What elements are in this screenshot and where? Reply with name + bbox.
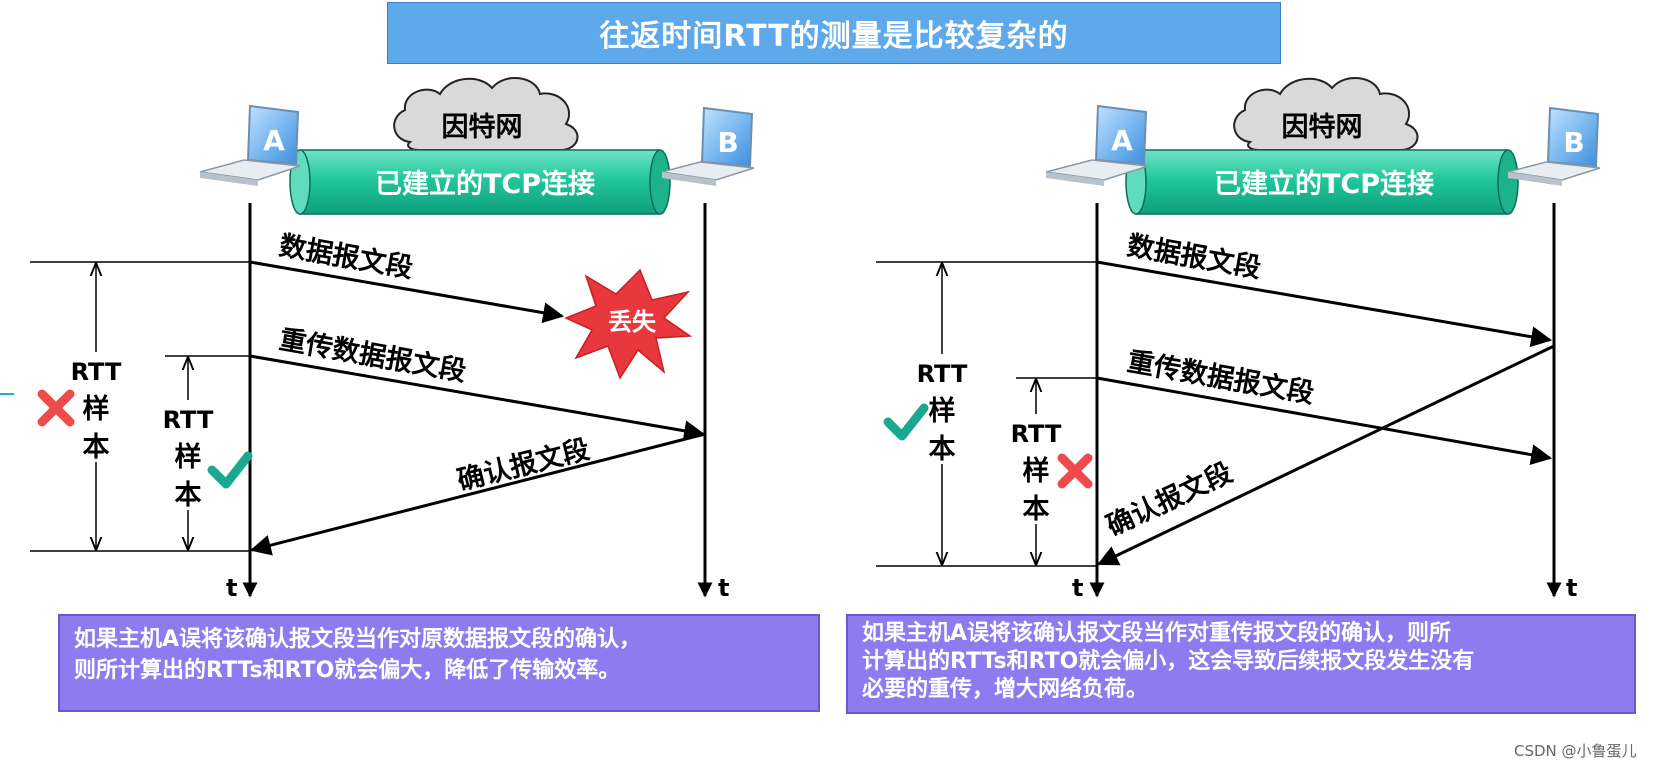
left-rtt-outer-char2: 本 [83,432,110,463]
right-explanation-note: 如果主机A误将该确认报文段当作对重传报文段的确认，则所 计算出的RTTs和RTO… [846,614,1636,714]
left-time-a: t [226,574,237,602]
left-segment-1-arrow [249,260,565,324]
left-ack-arrow [249,432,706,556]
right-time-b: t [1566,574,1577,602]
left-rtt-inner-label: RTT [163,406,214,434]
right-rtt-inner-char1: 样 [1023,455,1050,487]
left-tcp-pipe: 已建立的TCP连接 [289,149,671,215]
left-lost-label: 丢失 [608,308,657,336]
left-rtt-outer-char1: 样 [83,393,110,425]
left-cloud-label: 因特网 [442,112,523,143]
right-segment-2-arrow [1096,376,1553,466]
right-host-a-label: A [1111,124,1133,157]
left-note-line-1: 如果主机A误将该确认报文段当作对原数据报文段的确认， [74,627,642,652]
right-host-b-label: B [1563,126,1584,159]
right-check-icon [883,403,929,441]
right-rtt-outer-char2: 本 [929,434,956,465]
right-rtt-outer-char1: 样 [929,395,956,427]
left-rtt-inner-char2: 本 [175,480,202,511]
left-explanation-note: 如果主机A误将该确认报文段当作对原数据报文段的确认， 则所计算出的RTTs和RT… [58,614,820,712]
left-laptop-a-icon: A [199,104,301,186]
watermark: CSDN @小鲁蛋儿 [1514,742,1637,760]
left-rtt-inner-char1: 样 [175,441,202,473]
left-lost-burst: 丢失 [564,268,693,380]
right-segment-1-arrow [1096,260,1553,348]
right-laptop-a-icon: A [1045,104,1149,186]
right-note-line-2: 计算出的RTTs和RTO就会偏小，这会导致后续报文段发生没有 [862,649,1475,674]
right-rtt-outer-label: RTT [917,360,968,388]
right-cloud-label: 因特网 [1282,112,1363,143]
left-time-b: t [718,574,729,602]
left-rtt-outer-label: RTT [71,358,122,386]
left-cross-icon [37,389,75,427]
page-title: 往返时间RTT的测量是比较复杂的 [387,2,1281,64]
left-host-a-label: A [263,124,285,157]
right-panel: 因特网 已建立的TCP连接 A [876,76,1601,602]
right-laptop-b-icon: B [1507,106,1601,186]
left-segment-2-arrow [249,354,706,442]
right-rtt-inner-char2: 本 [1023,494,1050,525]
left-segment-1-label: 数据报文段 [277,229,416,284]
left-host-b-label: B [717,126,738,159]
right-segment-1-label: 数据报文段 [1125,229,1264,284]
right-tcp-pipe: 已建立的TCP连接 [1125,149,1519,215]
right-cross-icon [1057,453,1093,489]
right-connection-label: 已建立的TCP连接 [1214,168,1434,200]
right-ack-arrow [1097,344,1555,566]
left-laptop-b-icon: B [661,106,755,186]
right-time-a: t [1072,574,1083,602]
left-ack-label: 确认报文段 [454,433,593,497]
left-panel: 因特网 已建立的TCP连接 A [30,76,755,602]
left-internet-cloud: 因特网 [393,76,579,151]
left-check-icon [207,451,253,489]
right-note-line-3: 必要的重传，增大网络负荷。 [862,677,1149,702]
left-note-line-2: 则所计算出的RTTs和RTO就会偏大，降低了传输效率。 [74,658,621,683]
left-connection-label: 已建立的TCP连接 [375,168,595,200]
right-rtt-inner-label: RTT [1011,420,1062,448]
right-internet-cloud: 因特网 [1233,76,1419,151]
right-note-line-1: 如果主机A误将该确认报文段当作对重传报文段的确认，则所 [862,621,1452,646]
